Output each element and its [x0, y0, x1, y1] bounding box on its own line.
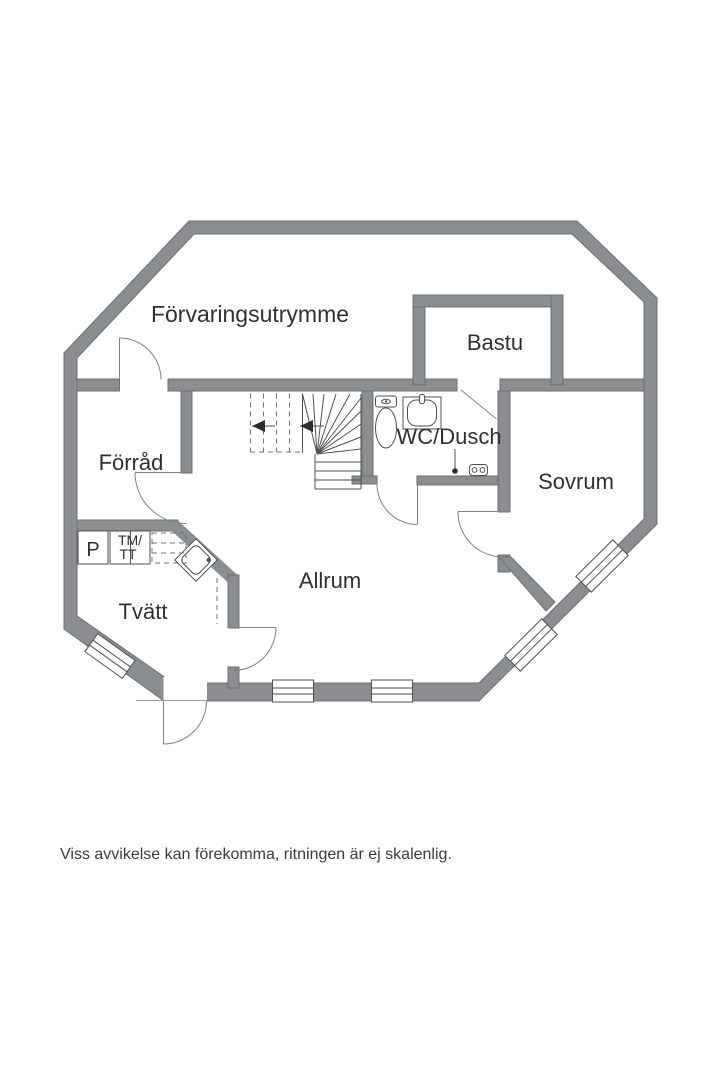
entrance-door [163, 700, 207, 745]
door-wc [376, 483, 418, 525]
wc-south-wall [416, 475, 505, 486]
sovrum-west-wall [497, 390, 511, 513]
tvatt-east-wall [227, 574, 240, 629]
room-label-tvatt: Tvätt [119, 599, 168, 624]
disclaimer-text: Viss avvikelse kan förekomma, ritningen … [60, 846, 452, 863]
bastu-wall-left [412, 294, 426, 386]
closet-p [77, 530, 109, 565]
fixtures [77, 394, 488, 624]
room-label-forvaringsutrymme: Förvaringsutrymme [151, 301, 349, 327]
interior-walls [76, 294, 645, 689]
window [272, 679, 314, 703]
window [575, 539, 629, 593]
toilet-icon [375, 395, 397, 449]
room-labels: Förvaringsutrymme Bastu WC/Dusch Förråd … [86, 301, 614, 624]
stairs [250, 393, 362, 490]
room-label-forrad: Förråd [99, 450, 164, 475]
counter-dashed [151, 532, 218, 624]
windows [84, 539, 629, 703]
closet-top-wall [76, 519, 179, 532]
doors [119, 337, 504, 745]
window [371, 679, 413, 703]
closet-label-tt: TT [119, 546, 137, 562]
shower-icon [452, 449, 488, 476]
closet-label-tm: TM/ [118, 532, 142, 548]
wc-west-wall [361, 390, 374, 482]
window [504, 618, 558, 672]
sink-icon [174, 538, 218, 582]
door-forrad-east [134, 472, 187, 524]
closet-label-p: P [86, 539, 99, 561]
bastu-wall-right [550, 294, 564, 386]
tvatt-east-wall-stub [227, 666, 240, 689]
door-bastu [460, 389, 497, 420]
door-forrad-top [119, 337, 162, 380]
forrad-east-wall [180, 390, 193, 474]
closet-boxes [77, 530, 151, 565]
room-label-bastu: Bastu [467, 330, 523, 355]
door-tvatt [232, 627, 277, 671]
entrance-opening [163, 677, 207, 703]
room-label-sovrum: Sovrum [538, 469, 614, 494]
bastu-wall-top [412, 294, 564, 308]
window [84, 632, 136, 680]
sovrum-diagonal-wall [497, 556, 556, 612]
washbasin-icon [402, 394, 442, 430]
door-sovrum [457, 511, 504, 558]
room-label-allrum: Allrum [299, 568, 361, 593]
room-label-wc-dusch: WC/Dusch [396, 424, 501, 449]
stair-direction-arrow [300, 420, 324, 432]
stair-direction-arrow [252, 420, 275, 432]
